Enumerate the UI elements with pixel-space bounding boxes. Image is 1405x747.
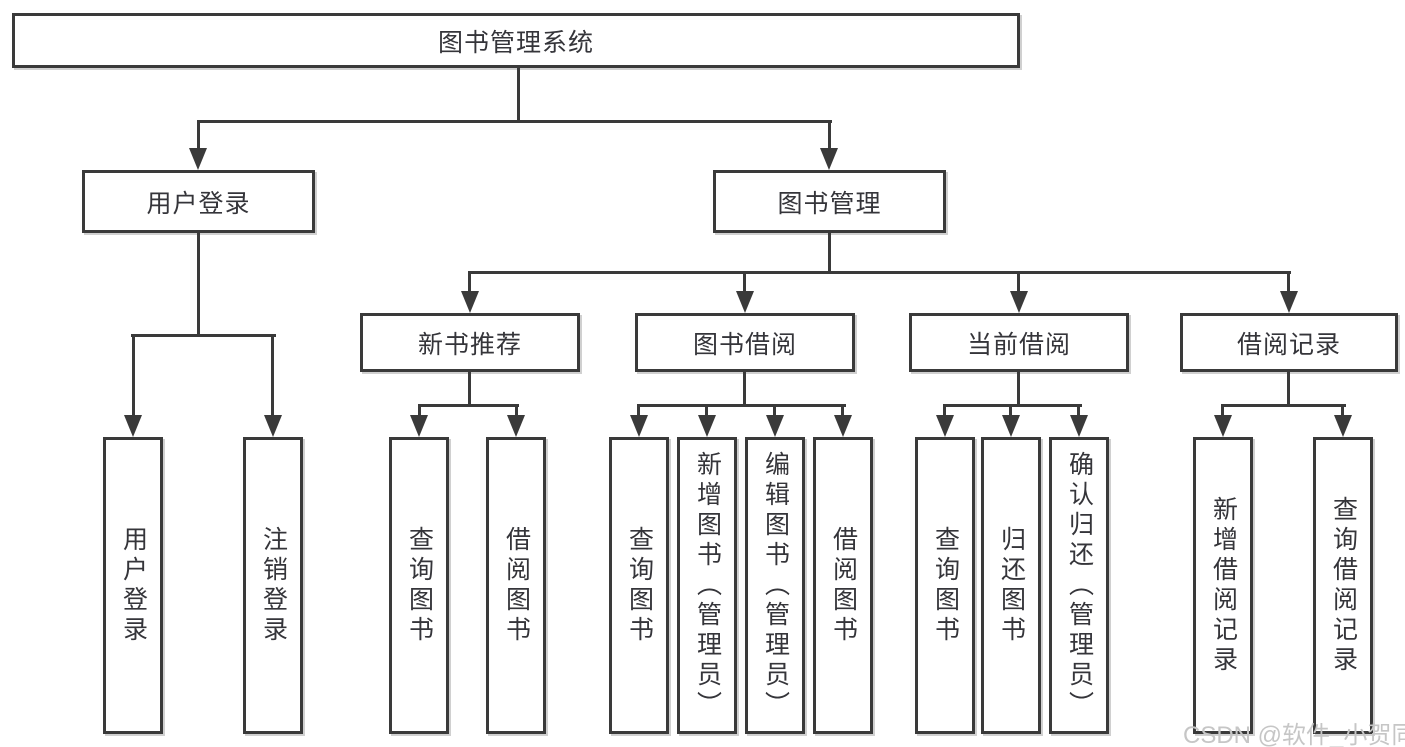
arrowhead-b1 bbox=[410, 415, 428, 437]
leaf-add-borrow-record: 新增借阅记录 bbox=[1193, 437, 1253, 734]
arrowhead-leaf-login bbox=[124, 415, 142, 437]
arrowhead-d2 bbox=[1002, 415, 1020, 437]
arrowhead-book-management bbox=[820, 148, 838, 170]
arrowhead-e1 bbox=[1214, 415, 1232, 437]
connector-fork-current bbox=[944, 404, 1082, 407]
connector-arrow-current-shaft bbox=[1017, 271, 1020, 293]
node-new-book-recommendation: 新书推荐 bbox=[360, 313, 580, 372]
connector-root-stub bbox=[517, 68, 520, 123]
connector-arrow-c1-shaft bbox=[637, 404, 640, 418]
leaf-return-books: 归还图书 bbox=[981, 437, 1041, 734]
connector-records-stub bbox=[1287, 372, 1290, 407]
node-borrowing-records: 借阅记录 bbox=[1180, 313, 1398, 372]
arrowhead-d3 bbox=[1070, 415, 1088, 437]
connector-borrowing-stub bbox=[743, 372, 746, 407]
arrowhead-c3 bbox=[766, 415, 784, 437]
node-current-borrowing: 当前借阅 bbox=[909, 313, 1129, 372]
connector-arrow-records-shaft bbox=[1287, 271, 1290, 293]
connector-arrow-recommend-shaft bbox=[468, 271, 471, 293]
arrowhead-c4 bbox=[834, 415, 852, 437]
leaf-confirm-return-admin: 确认归还（管理员） bbox=[1049, 437, 1109, 734]
leaf-query-borrow-record: 查询借阅记录 bbox=[1313, 437, 1373, 734]
arrowhead-user-login bbox=[189, 148, 207, 170]
connector-arrow-c3-shaft bbox=[773, 404, 776, 418]
watermark: CSDN @软件_小贺同学 bbox=[1183, 722, 1405, 747]
arrowhead-borrowing bbox=[736, 291, 754, 313]
connector-fork-user-login bbox=[131, 334, 276, 337]
leaf-user-login: 用户登录 bbox=[103, 437, 163, 734]
connector-fork-records bbox=[1222, 404, 1346, 407]
connector-arrow-e1-shaft bbox=[1221, 404, 1224, 418]
leaf-edit-books-admin: 编辑图书（管理员） bbox=[745, 437, 805, 734]
connector-arrow-leaf-logout-shaft bbox=[271, 334, 274, 417]
node-book-management: 图书管理 bbox=[713, 170, 946, 233]
arrowhead-c2 bbox=[698, 415, 716, 437]
connector-fork-root bbox=[197, 120, 832, 123]
arrowhead-recommend bbox=[461, 291, 479, 313]
arrowhead-records bbox=[1280, 291, 1298, 313]
connector-arrow-borrowing-shaft bbox=[743, 271, 746, 293]
leaf-borrow-books-borrowing: 借阅图书 bbox=[813, 437, 873, 734]
node-user-login: 用户登录 bbox=[82, 170, 315, 233]
connector-current-stub bbox=[1017, 372, 1020, 407]
leaf-query-books-recommend: 查询图书 bbox=[389, 437, 449, 734]
arrowhead-d1 bbox=[936, 415, 954, 437]
connector-book-management-stub bbox=[828, 233, 831, 274]
leaf-query-books-current: 查询图书 bbox=[915, 437, 975, 734]
connector-arrow-book-management-shaft bbox=[828, 120, 831, 150]
connector-fork-book-management bbox=[468, 271, 1291, 274]
arrowhead-leaf-logout bbox=[264, 415, 282, 437]
leaf-borrow-books-recommend: 借阅图书 bbox=[486, 437, 546, 734]
leaf-add-books-admin: 新增图书（管理员） bbox=[677, 437, 737, 734]
connector-arrow-d3-shaft bbox=[1077, 404, 1080, 418]
connector-arrow-leaf-login-shaft bbox=[132, 334, 135, 417]
connector-arrow-d1-shaft bbox=[943, 404, 946, 418]
connector-arrow-user-login-shaft bbox=[197, 120, 200, 150]
connector-fork-recommend bbox=[418, 404, 519, 407]
arrowhead-e2 bbox=[1334, 415, 1352, 437]
connector-user-login-stub bbox=[197, 233, 200, 337]
connector-arrow-b2-shaft bbox=[515, 404, 518, 418]
node-library-system: 图书管理系统 bbox=[12, 13, 1020, 68]
connector-arrow-d2-shaft bbox=[1009, 404, 1012, 418]
connector-arrow-c2-shaft bbox=[705, 404, 708, 418]
arrowhead-b2 bbox=[507, 415, 525, 437]
leaf-logout: 注销登录 bbox=[243, 437, 303, 734]
arrowhead-current bbox=[1010, 291, 1028, 313]
arrowhead-c1 bbox=[630, 415, 648, 437]
leaf-query-books-borrowing: 查询图书 bbox=[609, 437, 669, 734]
connector-arrow-c4-shaft bbox=[841, 404, 844, 418]
connector-arrow-e2-shaft bbox=[1341, 404, 1344, 418]
connector-fork-borrowing bbox=[638, 404, 846, 407]
connector-recommend-stub bbox=[468, 372, 471, 407]
connector-arrow-b1-shaft bbox=[418, 404, 421, 418]
node-book-borrowing: 图书借阅 bbox=[635, 313, 855, 372]
